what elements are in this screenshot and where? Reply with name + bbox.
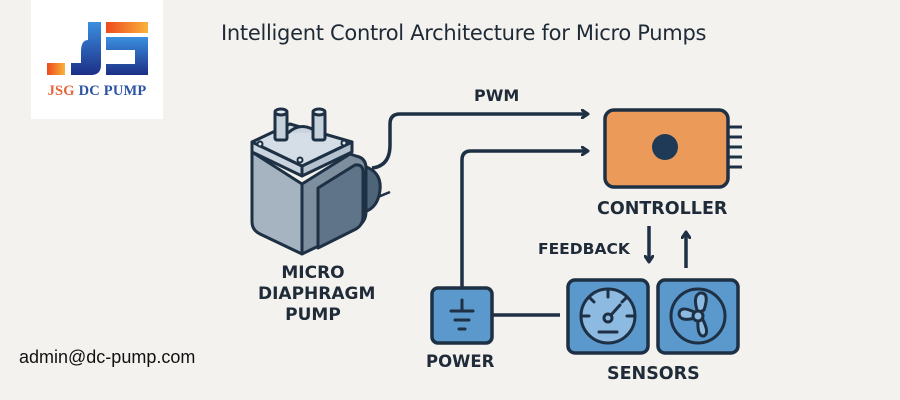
pump-label: MICRO DIAPHRAGM PUMP <box>258 263 376 325</box>
logo-s-body <box>106 37 148 75</box>
feedback-label: FEEDBACK <box>538 240 630 258</box>
power-connection-arrow <box>460 151 588 288</box>
pwm-label: PWM <box>474 86 520 105</box>
contact-email[interactable]: admin@dc-pump.com <box>19 347 196 367</box>
sensors-label: SENSORS <box>607 364 700 384</box>
flow-sensor-box <box>656 278 740 355</box>
brand-logo: JSG DC PUMP <box>31 0 163 119</box>
fan-propeller-icon <box>669 287 727 345</box>
logo-j <box>71 22 101 75</box>
pwm-connection-arrow <box>371 114 588 170</box>
power-label: POWER <box>426 352 495 371</box>
ground-symbol-icon <box>449 298 475 331</box>
logo-dot <box>47 63 65 75</box>
logo-wordmark: JSG DC PUMP <box>47 83 147 99</box>
logo-s-top <box>106 22 148 33</box>
js-logo-mark <box>47 22 148 75</box>
power-box <box>430 286 494 345</box>
page-title: Intelligent Control Architecture for Mic… <box>221 21 707 45</box>
gauge-icon <box>579 287 637 345</box>
controller-label: CONTROLLER <box>597 199 728 219</box>
controller-board-icon <box>603 108 742 189</box>
pressure-sensor-box <box>566 278 650 355</box>
diaphragm-pump-icon <box>250 107 391 256</box>
